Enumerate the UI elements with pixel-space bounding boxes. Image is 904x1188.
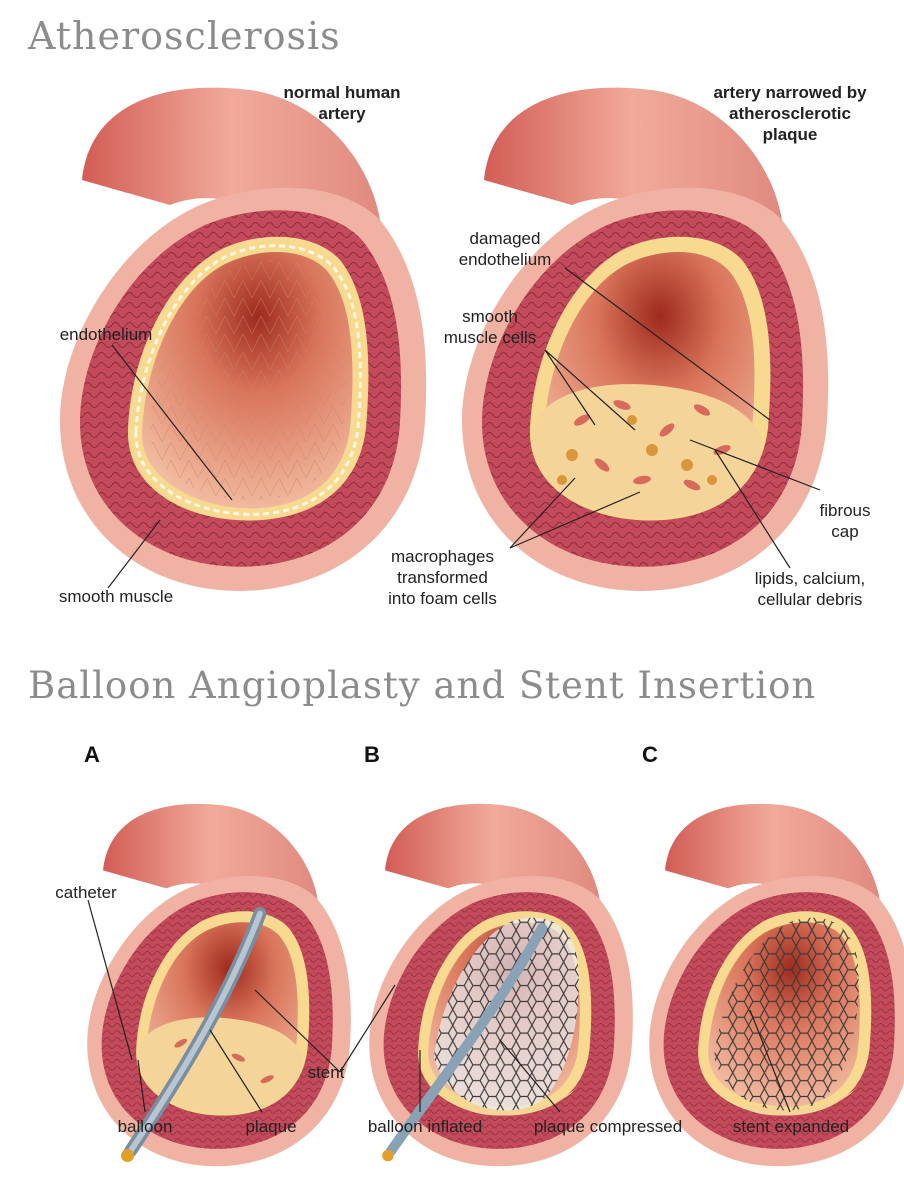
- label-balloon-inflated: balloon inflated: [367, 1117, 483, 1136]
- panel-a-illustration: [87, 803, 351, 1167]
- label-fibrous-cap: fibrous cap: [819, 501, 871, 541]
- label-damaged-endothelium: damaged endothelium: [458, 229, 552, 269]
- panel-b-illustration: [369, 803, 633, 1167]
- label-stent-expanded: stent expanded: [732, 1117, 850, 1136]
- panel-letter-a: A: [84, 742, 100, 767]
- title-narrowed-artery: artery narrowed by atherosclerotic plaqu…: [713, 83, 867, 144]
- label-macrophages: macrophages transformed into foam cells: [388, 547, 497, 608]
- section-heading-atherosclerosis: Atherosclerosis: [28, 14, 341, 58]
- panel-letter-c: C: [642, 742, 658, 767]
- label-endothelium: endothelium: [59, 325, 153, 344]
- leader-lines-bottom: [87, 899, 791, 1113]
- panel-letter-b: B: [364, 742, 380, 767]
- leader-lines-top: [107, 267, 821, 589]
- label-balloon: balloon: [117, 1117, 173, 1136]
- label-plaque-compressed: plaque compressed: [533, 1117, 683, 1136]
- label-smooth-muscle: smooth muscle: [58, 587, 174, 606]
- label-stent: stent: [307, 1063, 345, 1082]
- section-heading-angioplasty: Balloon Angioplasty and Stent Insertion: [28, 664, 817, 707]
- normal-artery-illustration: [60, 87, 427, 591]
- title-normal-artery: normal human artery: [283, 83, 401, 123]
- label-catheter: catheter: [55, 883, 117, 902]
- label-smooth-muscle-cells: smooth muscle cells: [443, 307, 537, 347]
- label-plaque: plaque: [245, 1117, 297, 1136]
- label-lipids: lipids, calcium, cellular debris: [754, 569, 866, 609]
- panel-c-illustration: [649, 803, 904, 1167]
